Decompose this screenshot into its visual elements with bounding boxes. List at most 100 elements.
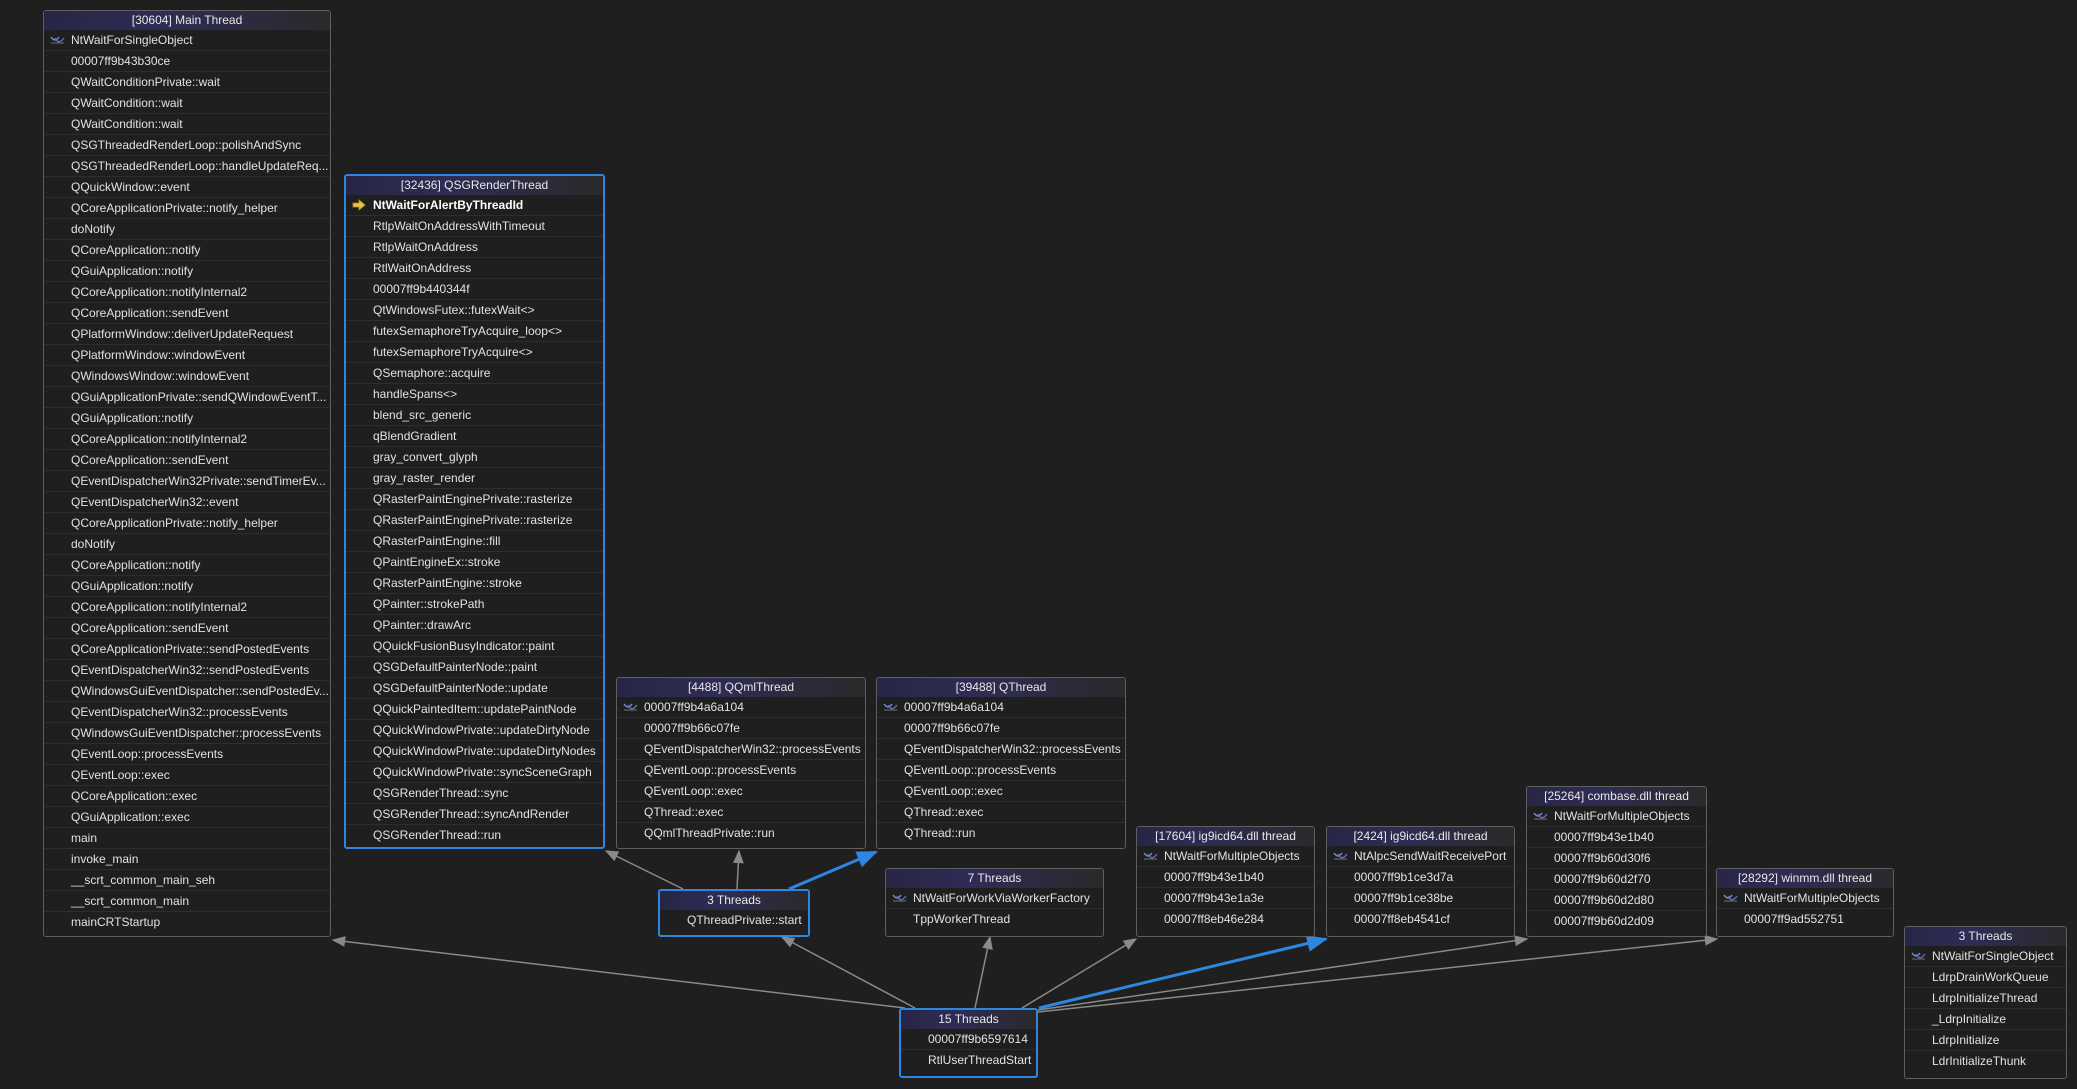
stack-frame[interactable]: QWaitConditionPrivate::wait: [44, 72, 330, 93]
stack-frame[interactable]: LdrpDrainWorkQueue: [1905, 967, 2066, 988]
stack-frame[interactable]: doNotify: [44, 534, 330, 555]
stack-frame[interactable]: QCoreApplication::notifyInternal2: [44, 597, 330, 618]
stack-frame[interactable]: QSGRenderThread::run: [346, 825, 603, 845]
thread-node-winmm[interactable]: [28292] winmm.dll thread NtWaitForMultip…: [1716, 868, 1894, 937]
stack-frame[interactable]: QCoreApplication::notify: [44, 240, 330, 261]
stack-frame[interactable]: QQmlThreadPrivate::run: [617, 823, 865, 843]
stack-frame[interactable]: QEventLoop::exec: [617, 781, 865, 802]
stack-frame[interactable]: QEventDispatcherWin32::sendPostedEvents: [44, 660, 330, 681]
thread-node-ig9icd64-2424[interactable]: [2424] ig9icd64.dll thread NtAlpcSendWai…: [1326, 826, 1515, 937]
stack-frame[interactable]: QWaitCondition::wait: [44, 93, 330, 114]
stack-frame[interactable]: QSGDefaultPainterNode::paint: [346, 657, 603, 678]
stack-frame[interactable]: futexSemaphoreTryAcquire_loop<>: [346, 321, 603, 342]
stack-frame[interactable]: QEventLoop::processEvents: [877, 760, 1125, 781]
stack-frame[interactable]: QQuickWindowPrivate::updateDirtyNodes: [346, 741, 603, 762]
stack-frame[interactable]: QGuiApplication::notify: [44, 261, 330, 282]
stack-frame[interactable]: 00007ff9b43b30ce: [44, 51, 330, 72]
stack-frame[interactable]: QCoreApplication::sendEvent: [44, 303, 330, 324]
stack-frame[interactable]: NtWaitForSingleObject: [44, 30, 330, 51]
stack-frame[interactable]: QQuickWindow::event: [44, 177, 330, 198]
stack-frame[interactable]: NtWaitForAlertByThreadId: [346, 195, 603, 216]
thread-node-combase[interactable]: [25264] combase.dll thread NtWaitForMult…: [1526, 786, 1707, 937]
stack-frame[interactable]: QGuiApplication::notify: [44, 408, 330, 429]
stack-frame[interactable]: QEventDispatcherWin32::processEvents: [617, 739, 865, 760]
stack-frame[interactable]: QCoreApplication::notify: [44, 555, 330, 576]
thread-node-ig9icd64-17604[interactable]: [17604] ig9icd64.dll thread NtWaitForMul…: [1136, 826, 1315, 937]
stack-frame[interactable]: QThread::exec: [877, 802, 1125, 823]
stack-frame[interactable]: 00007ff9b43e1b40: [1527, 827, 1706, 848]
thread-node-qsgrenderthread[interactable]: [32436] QSGRenderThread NtWaitForAlertBy…: [344, 174, 605, 849]
stack-frame[interactable]: QEventDispatcherWin32::processEvents: [44, 702, 330, 723]
stack-frame[interactable]: LdrpInitializeThread: [1905, 988, 2066, 1009]
stack-frame[interactable]: QSemaphore::acquire: [346, 363, 603, 384]
stack-frame[interactable]: QCoreApplication::notifyInternal2: [44, 282, 330, 303]
stack-frame[interactable]: QtWindowsFutex::futexWait<>: [346, 300, 603, 321]
stack-frame[interactable]: 00007ff8eb46e284: [1137, 909, 1314, 929]
stack-frame[interactable]: QEventLoop::exec: [44, 765, 330, 786]
stack-frame[interactable]: QWaitCondition::wait: [44, 114, 330, 135]
stack-frame[interactable]: LdrpInitialize: [1905, 1030, 2066, 1051]
stack-frame[interactable]: 00007ff9b4a6a104: [877, 697, 1125, 718]
stack-frame[interactable]: QEventDispatcherWin32::processEvents: [877, 739, 1125, 760]
stack-frame[interactable]: invoke_main: [44, 849, 330, 870]
stack-frame[interactable]: QPlatformWindow::windowEvent: [44, 345, 330, 366]
stack-frame[interactable]: 00007ff9b1ce3d7a: [1327, 867, 1514, 888]
stack-frame[interactable]: QRasterPaintEngine::fill: [346, 531, 603, 552]
stack-frame[interactable]: QSGThreadedRenderLoop::polishAndSync: [44, 135, 330, 156]
stack-frame[interactable]: QGuiApplicationPrivate::sendQWindowEvent…: [44, 387, 330, 408]
stack-frame[interactable]: qBlendGradient: [346, 426, 603, 447]
stack-frame[interactable]: QEventDispatcherWin32Private::sendTimerE…: [44, 471, 330, 492]
stack-frame[interactable]: QCoreApplicationPrivate::notify_helper: [44, 198, 330, 219]
stack-frame[interactable]: QSGRenderThread::syncAndRender: [346, 804, 603, 825]
stack-frame[interactable]: mainCRTStartup: [44, 912, 330, 932]
stack-frame[interactable]: QEventLoop::processEvents: [617, 760, 865, 781]
stack-frame[interactable]: RtlpWaitOnAddress: [346, 237, 603, 258]
thread-node-3-threads-qthreadprivate[interactable]: 3 Threads QThreadPrivate::start: [658, 889, 810, 937]
stack-frame[interactable]: QPlatformWindow::deliverUpdateRequest: [44, 324, 330, 345]
stack-frame[interactable]: QCoreApplicationPrivate::notify_helper: [44, 513, 330, 534]
stack-frame[interactable]: QGuiApplication::notify: [44, 576, 330, 597]
stack-frame[interactable]: doNotify: [44, 219, 330, 240]
stack-frame[interactable]: RtlpWaitOnAddressWithTimeout: [346, 216, 603, 237]
stack-frame[interactable]: 00007ff9b66c07fe: [617, 718, 865, 739]
stack-frame[interactable]: 00007ff9b60d2d09: [1527, 911, 1706, 931]
stack-frame[interactable]: QSGRenderThread::sync: [346, 783, 603, 804]
stack-frame[interactable]: QQuickFusionBusyIndicator::paint: [346, 636, 603, 657]
stack-frame[interactable]: QPaintEngineEx::stroke: [346, 552, 603, 573]
stack-frame[interactable]: QRasterPaintEnginePrivate::rasterize: [346, 489, 603, 510]
thread-node-main-thread[interactable]: [30604] Main Thread NtWaitForSingleObjec…: [43, 10, 331, 937]
stack-frame[interactable]: NtWaitForMultipleObjects: [1717, 888, 1893, 909]
stack-frame[interactable]: 00007ff9b4a6a104: [617, 697, 865, 718]
stack-frame[interactable]: NtAlpcSendWaitReceivePort: [1327, 846, 1514, 867]
stack-frame[interactable]: 00007ff9b6597614: [901, 1029, 1036, 1050]
stack-frame[interactable]: RtlWaitOnAddress: [346, 258, 603, 279]
stack-frame[interactable]: 00007ff9b43e1b40: [1137, 867, 1314, 888]
stack-frame[interactable]: NtWaitForWorkViaWorkerFactory: [886, 888, 1103, 909]
stack-frame[interactable]: 00007ff9b43e1a3e: [1137, 888, 1314, 909]
stack-frame[interactable]: 00007ff9b60d2f70: [1527, 869, 1706, 890]
stack-frame[interactable]: NtWaitForMultipleObjects: [1137, 846, 1314, 867]
stack-frame[interactable]: QRasterPaintEngine::stroke: [346, 573, 603, 594]
stack-frame[interactable]: QCoreApplicationPrivate::sendPostedEvent…: [44, 639, 330, 660]
stack-frame[interactable]: QCoreApplication::sendEvent: [44, 618, 330, 639]
stack-frame[interactable]: QCoreApplication::exec: [44, 786, 330, 807]
stack-frame[interactable]: 00007ff9b60d30f6: [1527, 848, 1706, 869]
stack-frame[interactable]: NtWaitForSingleObject: [1905, 946, 2066, 967]
stack-frame[interactable]: LdrInitializeThunk: [1905, 1051, 2066, 1071]
stack-frame[interactable]: QQuickPaintedItem::updatePaintNode: [346, 699, 603, 720]
stack-frame[interactable]: 00007ff9ad552751: [1717, 909, 1893, 929]
stack-frame[interactable]: QEventDispatcherWin32::event: [44, 492, 330, 513]
stack-frame[interactable]: QWindowsGuiEventDispatcher::sendPostedEv…: [44, 681, 330, 702]
stack-frame[interactable]: QEventLoop::exec: [877, 781, 1125, 802]
stack-frame[interactable]: 00007ff9b60d2d80: [1527, 890, 1706, 911]
stack-frame[interactable]: 00007ff9b440344f: [346, 279, 603, 300]
stack-frame[interactable]: QThread::exec: [617, 802, 865, 823]
stack-frame[interactable]: 00007ff9b1ce38be: [1327, 888, 1514, 909]
stack-frame[interactable]: gray_raster_render: [346, 468, 603, 489]
stack-frame[interactable]: _LdrpInitialize: [1905, 1009, 2066, 1030]
stack-frame[interactable]: main: [44, 828, 330, 849]
